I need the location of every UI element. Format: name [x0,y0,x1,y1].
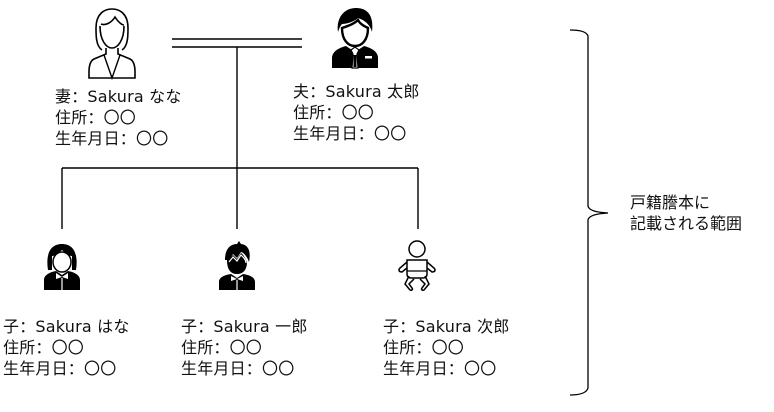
man-in-suit-icon [332,8,378,69]
husband-name: 夫：Sakura 太郎 [293,82,420,101]
child3-address: 住所：〇〇 [383,338,465,357]
record-scope-line2: 記載される範囲 [630,214,743,233]
husband-birthday: 生年月日：〇〇 [293,124,407,143]
child1-address: 住所：〇〇 [3,338,85,357]
child1-birthday: 生年月日：〇〇 [3,359,117,378]
baby-icon [398,240,436,291]
child1-info: 子：Sakura はな 住所：〇〇 生年月日：〇〇 [3,316,130,379]
child2-address: 住所：〇〇 [181,338,263,357]
child3-info: 子：Sakura 次郎 住所：〇〇 生年月日：〇〇 [383,316,510,379]
child1-name: 子：Sakura はな [3,317,130,336]
woman-icon [88,8,136,80]
child2-birthday: 生年月日：〇〇 [181,359,295,378]
husband-info: 夫：Sakura 太郎 住所：〇〇 生年月日：〇〇 [293,81,420,144]
child3-birthday: 生年月日：〇〇 [383,359,497,378]
record-scope-line1: 戸籍謄本に [630,193,711,212]
right-curly-brace-icon [569,29,609,396]
wife-name: 妻：Sakura なな [55,87,182,106]
boy-icon [219,241,255,290]
child3-name: 子：Sakura 次郎 [383,317,510,336]
record-scope-label: 戸籍謄本に 記載される範囲 [630,192,742,234]
wife-address: 住所：〇〇 [55,108,137,127]
wife-birthday: 生年月日：〇〇 [55,129,169,148]
girl-icon [44,244,80,290]
child2-info: 子：Sakura 一郎 住所：〇〇 生年月日：〇〇 [181,316,308,379]
wife-info: 妻：Sakura なな 住所：〇〇 生年月日：〇〇 [55,86,182,149]
child2-name: 子：Sakura 一郎 [181,317,308,336]
husband-address: 住所：〇〇 [293,103,375,122]
